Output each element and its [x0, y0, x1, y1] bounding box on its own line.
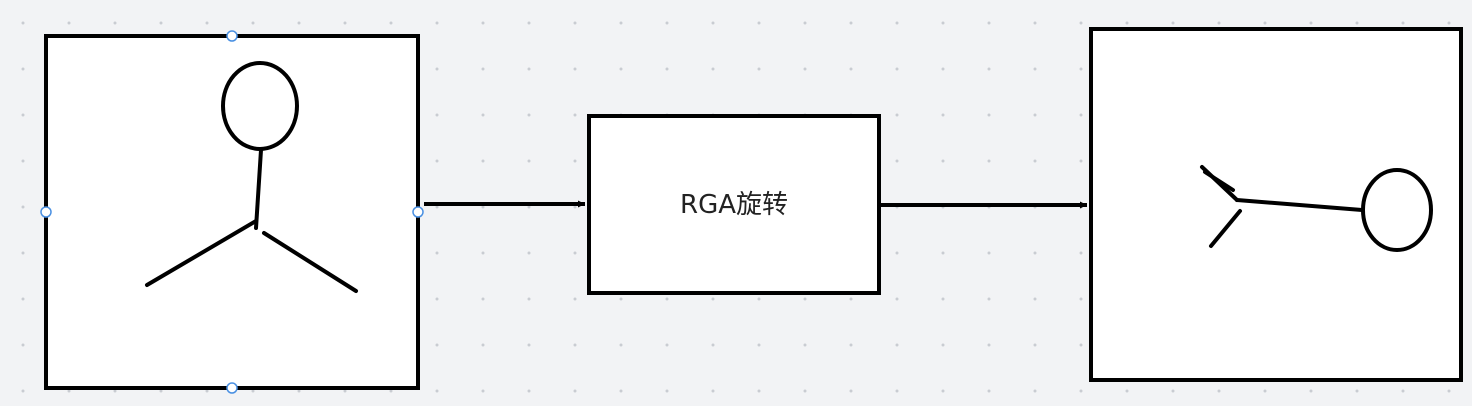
node-process-box[interactable]	[587, 114, 881, 295]
resize-handle-left[interactable]	[40, 206, 52, 218]
node-process-label: RGA旋转	[680, 190, 788, 220]
resize-handle-top[interactable]	[226, 30, 238, 42]
upright-stick-figure-icon	[145, 61, 358, 293]
resize-handle-bottom[interactable]	[226, 382, 238, 394]
node-source-image[interactable]	[40, 30, 424, 394]
rotated-stick-figure-icon	[1200, 165, 1433, 252]
node-process[interactable]: RGA旋转	[587, 114, 881, 295]
resize-handle-right[interactable]	[412, 206, 424, 218]
selection-handles[interactable]	[40, 30, 424, 394]
node-result-image[interactable]	[1089, 27, 1463, 382]
node-source-image-frame[interactable]	[44, 34, 420, 390]
